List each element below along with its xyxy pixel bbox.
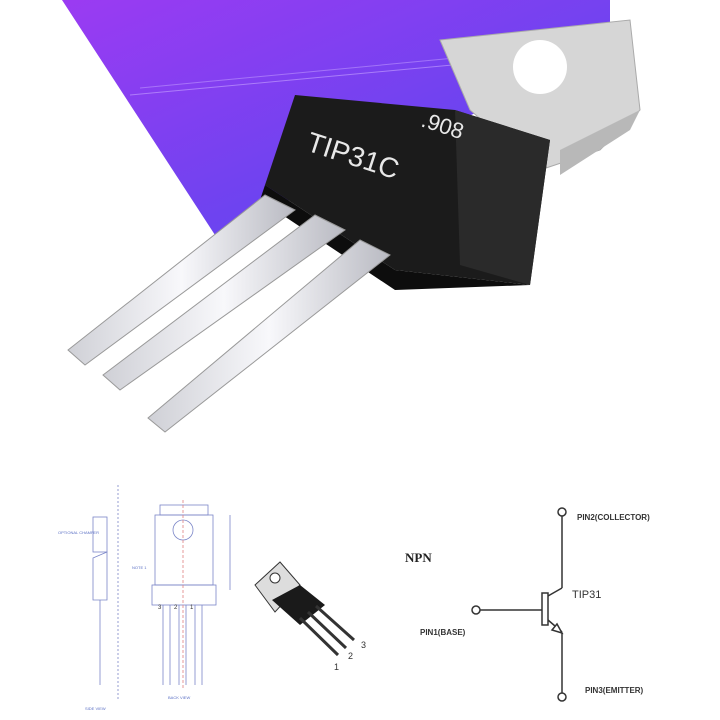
chamfer-label: OPTIONAL CHAMFER [58,530,99,535]
collector-label: PIN2(COLLECTOR) [577,513,650,522]
emitter-label: PIN3(EMITTER) [585,686,644,695]
back-view-label: BACK VIEW [168,695,191,700]
package-icon [254,561,356,657]
collector-terminal [557,507,567,517]
emitter-terminal [557,692,567,702]
part-label: TIP31 [572,589,602,601]
leads [67,194,391,433]
lead-2 [102,214,346,391]
metal-tab [439,19,641,175]
back-pin-1: 1 [190,605,194,611]
back-pin-2: 2 [174,605,178,611]
package-pin-3: 3 [361,640,367,650]
base-terminal [471,605,481,615]
side-view-label: SIDE VIEW [85,706,106,711]
npn-schematic [471,507,567,702]
lead-1 [67,194,296,366]
lead-3 [147,239,391,433]
base-label: PIN1(BASE) [420,628,466,637]
package-pin-1: 1 [334,662,340,672]
note-label: NOTE 1 [132,565,147,570]
mounting-hole [513,40,567,94]
outline-drawing [92,485,231,700]
back-pin-3: 3 [158,605,162,611]
package-pin-2: 2 [348,651,354,661]
transistor-body [260,95,550,290]
npn-label: NPN [405,550,432,565]
